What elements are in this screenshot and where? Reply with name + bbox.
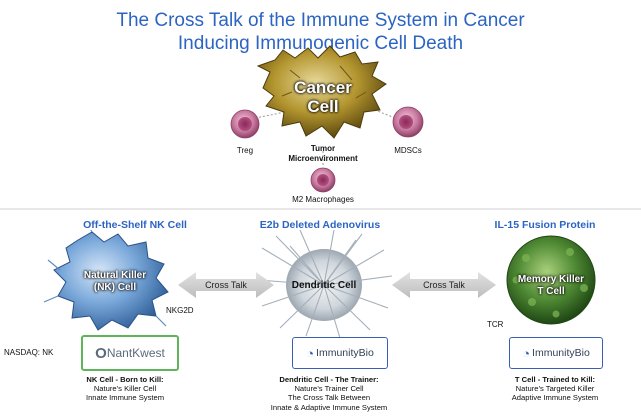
dendritic-cell-label: Dendritic Cell: [291, 280, 357, 291]
immunitybio-logo-right: ◔ ImmunityBio: [509, 337, 603, 369]
treg-label: Treg: [236, 146, 254, 155]
nk-cell-shape: [43, 230, 169, 331]
treg-cell-shape: [230, 109, 260, 139]
dc-description: Dendritic Cell - The Trainer: Nature’s T…: [270, 375, 388, 412]
nasdaq-ticker: NASDAQ: NK: [4, 348, 54, 357]
nkg2d-label: NKG2D: [166, 306, 194, 315]
cancer-cell-label: Cancer Cell: [294, 78, 352, 116]
nantkwest-logo-text: NantKwest: [106, 346, 165, 360]
dc-column-title: E2b Deleted Adenovirus: [259, 219, 381, 231]
nantkwest-logo-mark: O: [95, 344, 107, 362]
immunitybio-logo-mark-center: ◔: [306, 345, 315, 361]
tumor-microenvironment-diagram: [0, 45, 641, 210]
dendritic-cell-shape: [257, 230, 393, 339]
mdscs-cell-shape: [392, 106, 424, 138]
title-line-2: Inducing Immunogenic Cell Death: [177, 33, 464, 54]
tcell-column-title: IL-15 Fusion Protein: [494, 219, 596, 231]
nk-description: NK Cell - Born to Kill: Nature’s Killer …: [85, 375, 165, 403]
title-line-1: The Cross Talk of the Immune System in C…: [116, 10, 525, 31]
m2-macrophage-shape: [310, 167, 336, 193]
cancer-cell-shape: [256, 45, 387, 139]
mdscs-label: MDSCs: [394, 146, 422, 155]
tumor-microenvironment-label: Tumor Microenvironment: [288, 144, 358, 163]
cross-talk-label-right: Cross Talk: [423, 280, 465, 290]
tcell-description: T Cell - Trained to Kill: Nature’s Targe…: [511, 375, 599, 403]
nk-column-title: Off-the-Shelf NK Cell: [83, 219, 187, 231]
immunitybio-logo-mark-right: ◔: [522, 345, 531, 361]
immunitybio-logo-text-right: ImmunityBio: [532, 347, 590, 359]
immunitybio-logo-text-center: ImmunityBio: [316, 347, 374, 359]
cross-talk-label-left: Cross Talk: [205, 280, 247, 290]
nk-cell-label: Natural Killer (NK) Cell: [83, 270, 147, 293]
nantkwest-logo: O NantKwest: [81, 335, 179, 371]
t-cell-shape: [506, 235, 596, 325]
cross-talk-arrow-left: [178, 272, 274, 298]
immune-cells-diagram: [43, 230, 596, 339]
m2-macrophages-label: M2 Macrophages: [292, 195, 354, 204]
immunitybio-logo-center: ◔ ImmunityBio: [292, 337, 388, 369]
tcr-label: TCR: [487, 320, 504, 329]
cross-talk-arrow-right: [392, 272, 496, 298]
tcell-label: Memory Killer T Cell: [517, 274, 585, 297]
